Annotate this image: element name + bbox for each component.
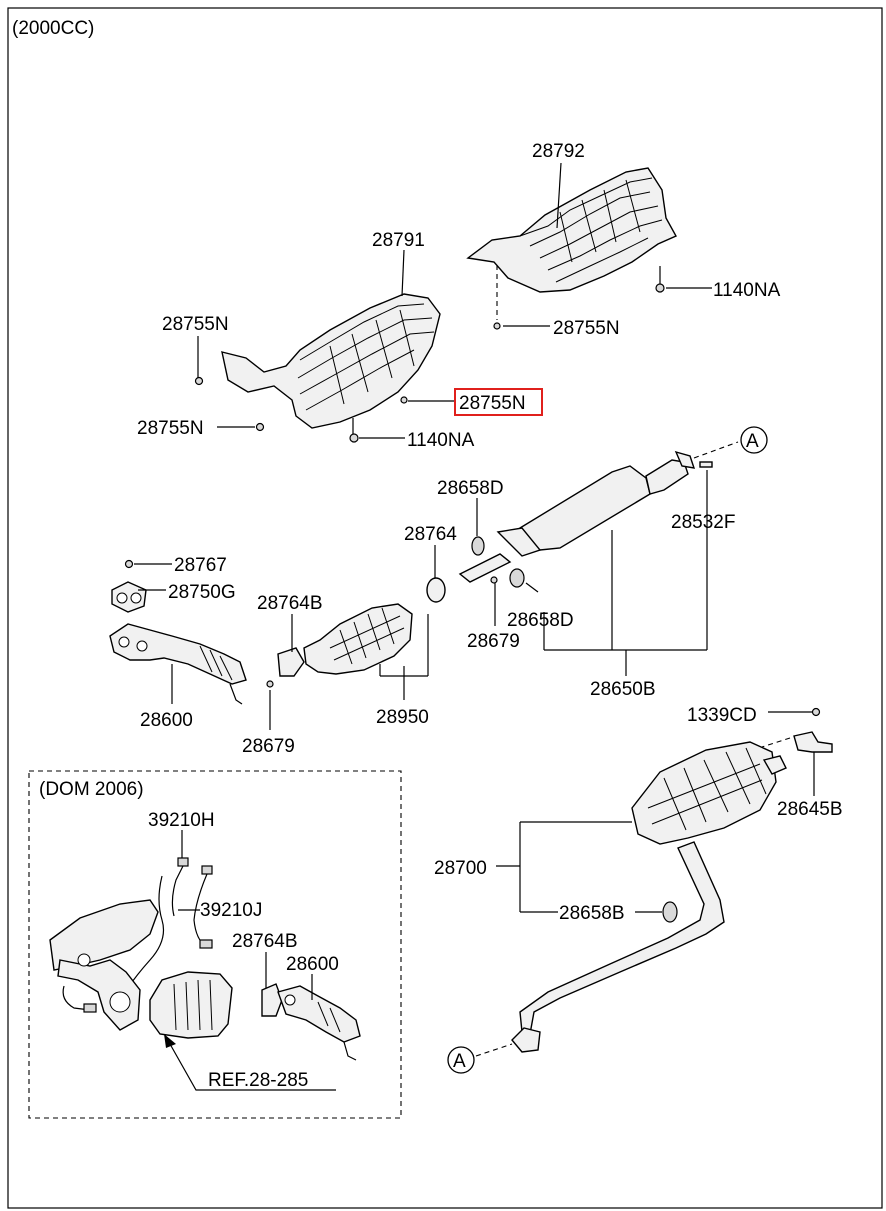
rear-muffler [519,741,787,1035]
part-28600: 28600 [140,710,193,731]
part-28764: 28764 [404,524,457,545]
inset-part-39210H: 39210H [148,810,215,831]
part-A-top: A [746,431,759,452]
exhaust-manifold [109,623,247,705]
part-28645B: 28645B [777,799,843,820]
bolt-1140NA-mid [349,418,359,443]
part-28755N-right: 28755N [553,318,620,339]
oxygen-sensor-H [119,857,189,1001]
inset-manifold-28600 [277,985,361,1061]
diagram-border [7,7,883,1209]
inset-part-28764B: 28764B [232,931,298,952]
part-28679-left: 28679 [242,736,295,757]
inset-ref-label: REF.28-285 [208,1070,308,1091]
part-28950: 28950 [376,707,429,728]
part-28767: 28767 [174,555,227,576]
highlight-box [454,388,543,416]
part-1140NA-mid: 1140NA [407,430,475,451]
part-28755N-bottom: 28755N [137,418,204,439]
part-28679-right: 28679 [467,631,520,652]
oxygen-sensor-J [193,865,213,949]
connector-A-top [740,426,768,454]
part-28755N-left: 28755N [162,314,229,335]
part-28764B: 28764B [257,593,323,614]
bolt-1140NA-top [655,266,665,293]
part-1339CD: 1339CD [687,705,757,726]
heat-shield-lower [221,293,441,429]
part-1140NA-top: 1140NA [713,280,781,301]
part-28658D-top: 28658D [437,478,504,499]
inset-title: (DOM 2006) [39,779,144,800]
part-A-bottom: A [453,1051,466,1072]
part-28700: 28700 [434,858,487,879]
inset-part-39210J: 39210J [200,900,262,921]
inset-part-28600: 28600 [286,954,339,975]
part-28750G: 28750G [168,582,236,603]
part-28658B: 28658B [559,903,625,924]
part-28755N-highlight: 28755N [459,393,526,414]
inset-manifold-converter [49,899,233,1039]
inset-dom-2006 [28,770,402,1119]
part-28792: 28792 [532,141,585,162]
center-muffler-pipe [458,450,696,583]
connector-A-bottom [447,1046,475,1074]
part-28650B: 28650B [590,679,656,700]
part-28791: 28791 [372,230,425,251]
engine-label: (2000CC) [12,18,94,39]
catalytic-converter [303,603,413,675]
part-28532F: 28532F [671,512,735,533]
heat-shield-upper [466,167,677,293]
part-28658D-bottom: 28658D [507,610,574,631]
